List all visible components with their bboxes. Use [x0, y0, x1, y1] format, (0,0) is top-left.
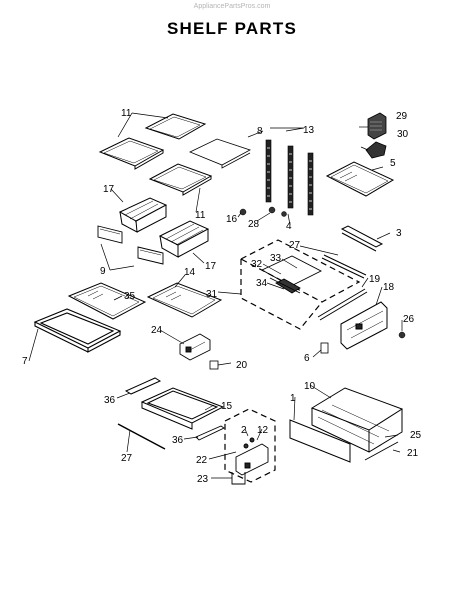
callout-22: 22: [196, 455, 208, 466]
drawer-front: [289, 419, 351, 463]
callout-16: 16: [226, 214, 238, 225]
spill-shelf: [189, 138, 252, 169]
callout-20: 20: [236, 360, 248, 371]
callout-34: 34: [256, 278, 268, 289]
callout-13: 13: [303, 125, 315, 136]
glass-shelf-upper: [98, 113, 207, 170]
callout-31: 31: [206, 289, 218, 300]
callout-7: 7: [22, 356, 28, 367]
deli-bin-lower: [158, 220, 210, 258]
callout-36b: 36: [172, 435, 184, 446]
callout-8: 8: [257, 126, 263, 137]
callout-17: 17: [103, 184, 115, 195]
callout-27b: 27: [121, 453, 133, 464]
leader-lines: [28, 112, 403, 479]
callout-14: 14: [184, 267, 196, 278]
callout-11b: 11: [195, 210, 206, 221]
pantry-drawer-15: [140, 387, 225, 430]
deli-bin-upper: [118, 197, 168, 233]
callout-25: 25: [410, 430, 422, 441]
callout-2: 2: [241, 425, 247, 436]
callout-19: 19: [369, 274, 381, 285]
drawer-rails: [364, 441, 399, 461]
screws: [239, 206, 287, 217]
callout-17b: 17: [205, 261, 217, 272]
trim-36-upper: [124, 377, 162, 395]
screw-26: [398, 331, 406, 339]
trim-27-rod: [117, 423, 166, 450]
callout-numbers: 11 8 13 29 30 5 17 16 28 4 11 3 27 9 17 …: [22, 108, 422, 485]
callout-33: 33: [270, 253, 282, 264]
callout-9: 9: [100, 266, 106, 277]
page-title: SHELF PARTS: [166, 19, 297, 38]
bin-cover-upper: [97, 225, 123, 244]
rail-19: [317, 288, 368, 321]
callout-36: 36: [104, 395, 116, 406]
clip-6: [320, 342, 329, 354]
callout-1: 1: [290, 393, 296, 404]
drawer-bracket-parts: [231, 437, 269, 485]
callout-18: 18: [383, 282, 395, 293]
callout-28: 28: [248, 219, 260, 230]
clip-20: [209, 360, 219, 370]
glass-shelf-14: [146, 282, 223, 318]
shelf-frame: [33, 308, 122, 353]
callout-6: 6: [304, 353, 310, 364]
watermark: AppliancePartsPros.com: [193, 3, 271, 10]
rail-ladder-marks: [267, 147, 312, 210]
glass-shelf-35: [67, 282, 147, 320]
callout-35: 35: [124, 291, 136, 302]
glass-shelf-right: [325, 161, 395, 197]
callout-15: 15: [221, 401, 233, 412]
callout-30: 30: [397, 129, 409, 140]
callout-27: 27: [289, 240, 301, 251]
callout-21: 21: [407, 448, 419, 459]
bin-cover-lower: [137, 246, 164, 265]
callout-11: 11: [121, 108, 132, 119]
rail-27: [321, 254, 367, 279]
drawer-slide-parts: [261, 255, 322, 294]
trim-36-lower: [195, 425, 225, 441]
callout-32: 32: [251, 259, 263, 270]
callout-26: 26: [403, 314, 415, 325]
callout-23: 23: [197, 474, 209, 485]
ice-tray-icon: [367, 112, 387, 140]
callout-24: 24: [151, 325, 163, 336]
callout-3: 3: [396, 228, 402, 239]
glass-shelf-lower: [148, 163, 213, 196]
crossbar-3: [340, 225, 384, 252]
drawer-bracket-group: [224, 408, 276, 483]
freezer-basket: [310, 387, 404, 453]
control-bracket: [340, 301, 388, 350]
bracket-24: [179, 333, 211, 361]
callout-5: 5: [390, 158, 396, 169]
ice-cap-icon: [365, 141, 387, 159]
callout-10: 10: [304, 381, 316, 392]
callout-29: 29: [396, 111, 408, 122]
shelf-rails: [265, 139, 314, 216]
callout-12: 12: [257, 425, 269, 436]
callout-4: 4: [286, 221, 292, 232]
